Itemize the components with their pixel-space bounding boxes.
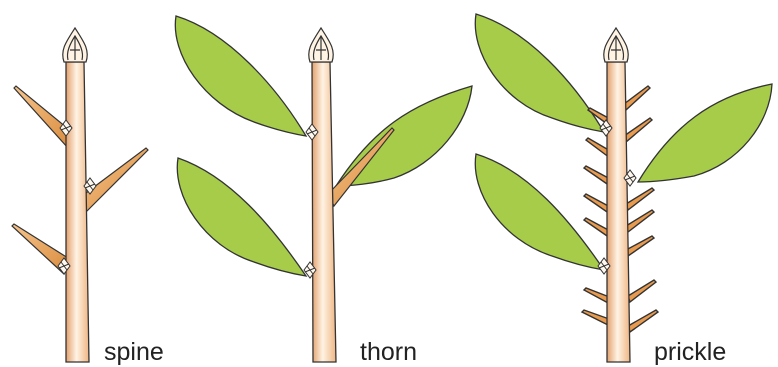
thorn-leaf-upper-left [175,16,306,136]
prickle-r5 [626,236,654,256]
prickle-leaf-upper-left [475,14,604,132]
prickle-r6 [628,280,656,302]
prickle-terminal-bud [604,28,629,62]
prickle-r4 [626,210,654,232]
thorn-stem [312,62,336,362]
thorn-terminal-bud [309,28,334,62]
thorn-label: thorn [360,340,417,365]
prickle-leaf-right [638,84,772,182]
spine-terminal-bud [63,28,88,62]
spine-stem [66,62,89,362]
prickle-r2 [624,118,652,142]
spine-label: spine [104,340,164,365]
spine-upper-left [14,86,72,148]
prickle-panel [475,14,772,362]
prickle-r1 [624,86,650,110]
prickle-r3 [626,188,654,210]
prickle-leaf-lower-left [475,154,604,270]
spine-panel [12,28,148,362]
prickle-label: prickle [654,340,726,365]
thorn-leaf-lower-left [177,158,306,276]
thorn-panel [175,16,472,362]
prickle-r7 [628,310,658,332]
